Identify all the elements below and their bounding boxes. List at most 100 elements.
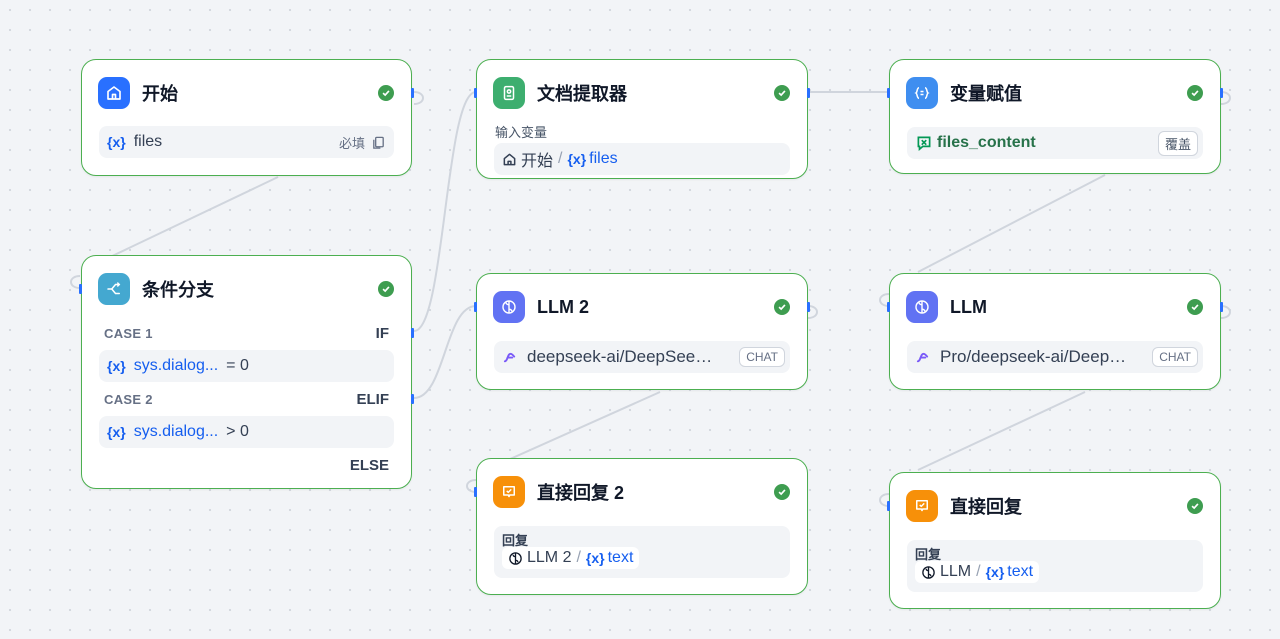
output-handle[interactable]: [1220, 88, 1223, 98]
llm-icon: [493, 291, 525, 323]
source-node-name: LLM: [940, 563, 972, 580]
variable-icon: {x}: [585, 550, 605, 566]
model-provider-icon: [916, 352, 929, 362]
assigner-header: 变量赋值: [906, 77, 1022, 109]
llm-icon: [509, 551, 522, 565]
case-2-label: CASE 2: [104, 392, 153, 407]
input-handle[interactable]: [474, 302, 477, 312]
input-handle[interactable]: [79, 284, 82, 294]
node-title: 直接回复 2: [537, 483, 625, 503]
model-provider-icon: [503, 352, 516, 362]
input-handle[interactable]: [887, 88, 890, 98]
case-1-type: IF: [375, 325, 389, 342]
home-icon: [503, 153, 516, 165]
llm-2-node[interactable]: LLM 2 deepseek-ai/DeepSeek-V3 CHAT: [474, 273, 810, 390]
case-2-condition[interactable]: {x} sys.dialog... > 0: [99, 416, 394, 448]
answer-label: 回复: [502, 533, 529, 548]
answer-2-node[interactable]: 直接回复 2 回复 LLM 2 / {x} text: [474, 458, 808, 595]
write-mode-badge: 覆盖: [1157, 130, 1198, 156]
input-variable-label: 输入变量: [495, 125, 548, 140]
llm-icon: [922, 565, 935, 579]
elif-output-handle[interactable]: [411, 394, 414, 404]
edge-branch-to-llm2: [413, 305, 477, 399]
answer-2-header: 直接回复 2: [493, 476, 624, 508]
variable-icon: {x}: [107, 424, 126, 440]
node-title: 变量赋值: [950, 84, 1022, 104]
answer-content-box[interactable]: 回复 LLM 2 / {x} text: [494, 526, 790, 578]
variable-name: files: [589, 150, 618, 167]
else-label: ELSE: [349, 457, 389, 474]
node-title: 条件分支: [142, 280, 214, 300]
node-title: 开始: [142, 84, 178, 104]
variable-name: text: [1007, 563, 1034, 580]
edge-llm2-to-answer2: [507, 391, 661, 461]
condition-variable: sys.dialog...: [133, 357, 219, 374]
source-node-name: 开始: [521, 153, 554, 170]
edge-stub-llm: [1220, 305, 1231, 319]
output-handle[interactable]: [807, 88, 810, 98]
edge-stub-branch: [70, 275, 81, 289]
input-variable-row[interactable]: 开始 / {x} files: [494, 143, 790, 175]
output-handle[interactable]: [1220, 302, 1223, 312]
start-node-header: 开始: [98, 77, 178, 109]
variable-name: files_content: [937, 134, 1036, 151]
variable-name: files: [133, 133, 163, 150]
path-separator: /: [576, 549, 581, 566]
success-check-icon: [1187, 299, 1203, 315]
model-mode-badge: CHAT: [739, 347, 785, 367]
answer-variable-chip: LLM / {x} text: [915, 561, 1040, 583]
doc-extractor-node[interactable]: 文档提取器 输入变量 开始 / {x} files: [474, 59, 810, 179]
edge-stub-start: [413, 91, 424, 105]
success-check-icon: [378, 281, 394, 297]
llm-node[interactable]: LLM Pro/deepseek-ai/DeepSeek-V3 CHAT: [887, 273, 1223, 390]
input-handle[interactable]: [887, 302, 890, 312]
llm-header: LLM: [906, 291, 987, 323]
success-check-icon: [774, 299, 790, 315]
required-label: 必填: [338, 135, 365, 151]
case-2-type: ELIF: [356, 391, 390, 408]
answer-node[interactable]: 直接回复 回复 LLM / {x} text: [887, 472, 1221, 609]
node-title: LLM 2: [537, 296, 589, 317]
node-title: LLM: [950, 296, 987, 317]
edge-stub-llm-in: [879, 293, 890, 307]
case-1-condition[interactable]: {x} sys.dialog... = 0: [99, 350, 394, 382]
variable-name: text: [607, 549, 634, 566]
if-output-handle[interactable]: [411, 328, 414, 338]
variable-icon: {x}: [107, 358, 126, 374]
assign-icon: [906, 77, 938, 109]
if-else-node[interactable]: 条件分支 CASE 1 IF {x} sys.dialog... = 0 CAS…: [79, 255, 414, 489]
success-check-icon: [774, 484, 790, 500]
output-handle[interactable]: [807, 302, 810, 312]
model-selector[interactable]: Pro/deepseek-ai/DeepSeek-V3 CHAT: [907, 341, 1203, 373]
start-node[interactable]: 开始 {x} files 必填: [81, 59, 414, 176]
variable-icon: {x}: [107, 134, 126, 150]
edge-stub-answer: [879, 493, 890, 507]
llm-2-header: LLM 2: [493, 291, 589, 323]
copy-icon: [373, 136, 384, 149]
input-handle[interactable]: [887, 501, 890, 511]
answer-icon: [493, 476, 525, 508]
model-name: deepseek-ai/DeepSeek-V3: [527, 347, 715, 366]
node-title: 文档提取器: [537, 84, 627, 104]
model-name: Pro/deepseek-ai/DeepSeek-V3: [940, 347, 1130, 366]
success-check-icon: [1187, 498, 1203, 514]
answer-content-box[interactable]: 回复 LLM / {x} text: [907, 540, 1203, 592]
condition-operator: = 0: [226, 357, 249, 374]
model-mode-badge: CHAT: [1152, 347, 1198, 367]
assigned-variable-row[interactable]: files_content 覆盖: [907, 127, 1203, 159]
if-else-header: 条件分支: [98, 273, 214, 305]
input-handle[interactable]: [474, 88, 477, 98]
node-title: 直接回复: [950, 497, 1022, 517]
edge-stub-llm2: [807, 305, 818, 319]
variable-assigner-node[interactable]: 变量赋值 files_content 覆盖: [887, 59, 1223, 174]
success-check-icon: [1187, 85, 1203, 101]
variable-icon: {x}: [985, 564, 1005, 580]
input-handle[interactable]: [474, 487, 477, 497]
start-variable-row[interactable]: {x} files 必填: [99, 126, 394, 158]
condition-variable: sys.dialog...: [133, 423, 219, 440]
condition-operator: > 0: [226, 423, 249, 440]
llm-icon: [906, 291, 938, 323]
model-selector[interactable]: deepseek-ai/DeepSeek-V3 CHAT: [494, 341, 790, 373]
output-handle[interactable]: [411, 88, 414, 98]
doc-extractor-header: 文档提取器: [493, 77, 627, 109]
